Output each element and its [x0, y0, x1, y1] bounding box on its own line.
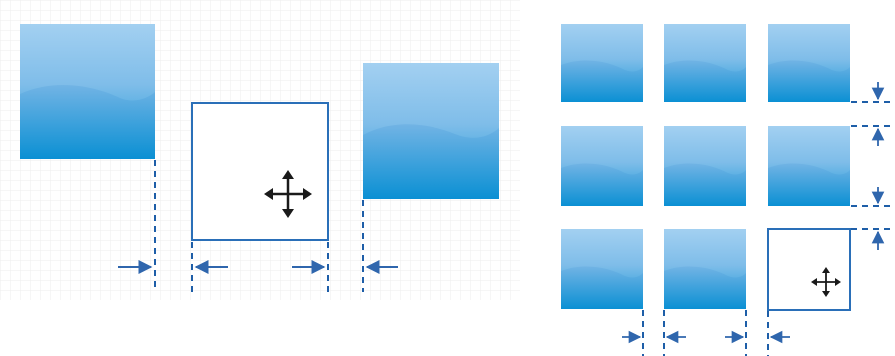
move-cursor-icon: [811, 267, 841, 297]
grid-tile-r1c2: [664, 24, 746, 102]
left-panel: [0, 0, 520, 300]
grid-tile-r2c1: [561, 126, 643, 206]
grid-tile-r1c3: [768, 24, 850, 102]
snap-guides: [154, 160, 364, 292]
selected-frame[interactable]: [191, 102, 329, 241]
row-snap-guides: [851, 101, 895, 230]
right-panel: [561, 24, 895, 356]
grid-tile-r3c2: [664, 229, 746, 309]
grid-tile-r3c1: [561, 229, 643, 309]
image-tile-left: [20, 24, 155, 159]
selected-grid-frame[interactable]: [767, 228, 851, 311]
grid-tile-r1c1: [561, 24, 643, 102]
image-tile-right: [363, 63, 499, 199]
move-cursor-icon: [264, 170, 312, 218]
grid-tile-r2c3: [768, 126, 850, 206]
column-snap-guides: [642, 310, 769, 356]
grid-tile-r2c2: [664, 126, 746, 206]
